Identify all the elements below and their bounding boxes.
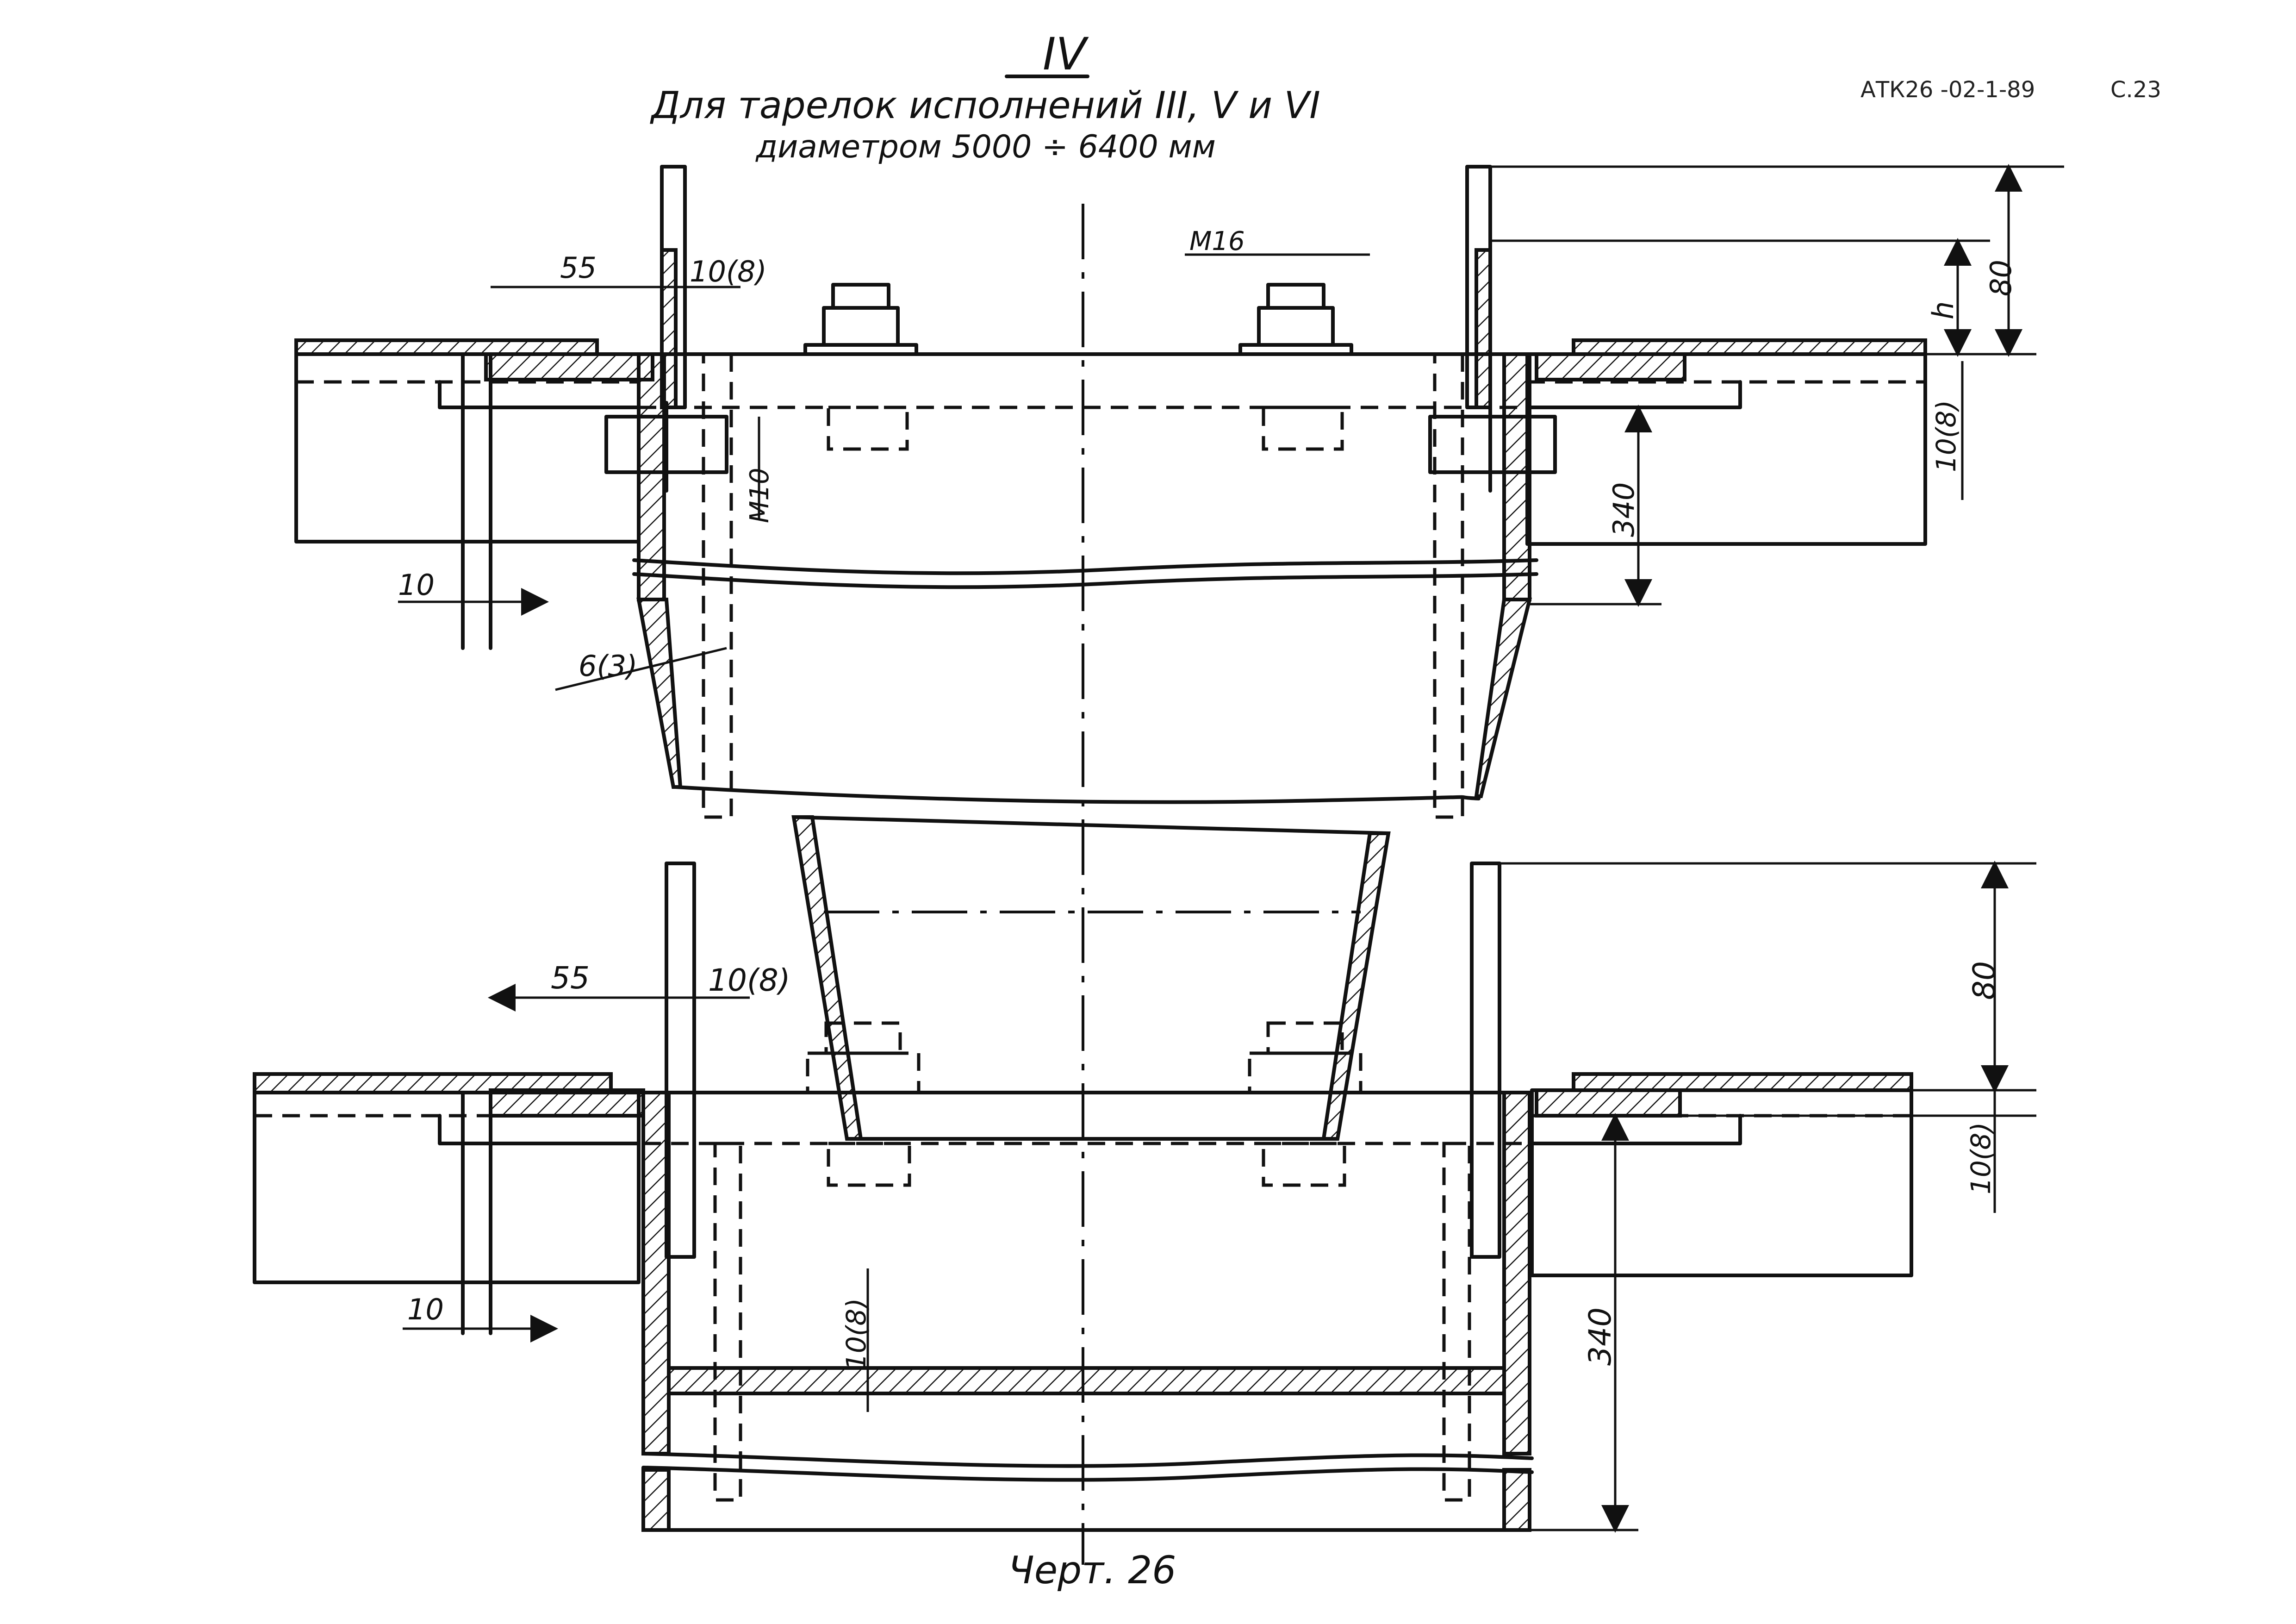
right-overflow-section	[1475, 248, 1492, 409]
nut-left	[803, 283, 918, 451]
dim-inner: 10(8)	[840, 1298, 872, 1370]
dim-55-2: 55	[551, 960, 590, 996]
dim-thickness: 10(8)	[690, 255, 767, 288]
right-tray-plate-2	[1572, 1072, 1913, 1092]
right-step-2	[1530, 1114, 1742, 1145]
right-tray-plate	[1572, 338, 1927, 356]
right-wall-2	[1502, 1091, 1531, 1455]
dim-10: 10	[398, 568, 435, 602]
view-label: IV	[1043, 28, 1089, 80]
dim-80-2: 80	[1966, 961, 2002, 1000]
header: IV Для тарелок исполнений III, V и VI ди…	[650, 28, 2161, 165]
right-hidden-bar-2	[1442, 1142, 1471, 1502]
left-step-2	[438, 1114, 641, 1145]
title-line-2: диаметром 5000 ÷ 6400 мм	[755, 129, 1216, 165]
dim-80: 80	[1984, 260, 2018, 296]
funnel-top	[792, 815, 1390, 835]
dim-h: h	[1926, 301, 1960, 319]
dim-6-3-line	[555, 647, 727, 691]
funnel-left-wall	[791, 815, 863, 1141]
left-tray-plate	[294, 338, 599, 356]
left-tray-plate-2	[253, 1072, 613, 1094]
dim-plate: 10(8)	[1930, 400, 1962, 472]
nut-right-2	[1248, 1021, 1363, 1187]
inner-plate	[667, 1366, 1506, 1395]
page-number: С.23	[2110, 77, 2161, 103]
break-line-2b	[641, 1466, 1534, 1482]
right-support-bar-2	[1535, 1088, 1682, 1118]
right-hidden-bar	[1433, 352, 1464, 819]
right-overflow-plate-2	[1470, 862, 1501, 1259]
right-support-bar	[1535, 352, 1686, 381]
break-line-2a	[641, 1452, 1534, 1468]
left-hidden-bar-2	[713, 1142, 742, 1502]
left-overflow-plate-2	[665, 862, 696, 1259]
figure-caption: Черт. 26	[1008, 1549, 1176, 1593]
left-wall	[637, 352, 666, 601]
right-tray-frame-2	[1530, 1088, 1913, 1277]
dim-m16: М16	[1189, 226, 1245, 256]
dim-340-2: 340	[1582, 1307, 1618, 1366]
left-tray-frame-2	[253, 1091, 641, 1284]
left-step	[438, 380, 641, 409]
right-wall-lower	[1502, 1468, 1531, 1532]
title-line-1: Для тарелок исполнений III, V и VI	[650, 84, 1320, 127]
dim-plate-2: 10(8)	[1965, 1122, 1997, 1194]
left-support-bar	[484, 352, 654, 381]
left-wall-lower	[641, 1468, 671, 1532]
dim-55: 55	[560, 251, 597, 285]
left-cone-wall	[636, 598, 683, 789]
left-hidden-bar	[702, 352, 733, 819]
right-step	[1525, 380, 1742, 409]
left-support-bar-2	[489, 1088, 645, 1118]
doc-code: АТК26 -02-1-89	[1860, 77, 2035, 103]
nut-right	[1238, 283, 1353, 451]
right-cone-wall	[1474, 598, 1532, 798]
dim-10-2: 10	[407, 1293, 444, 1326]
break-line-bottom	[632, 572, 1538, 589]
dim-thickness-2: 10(8)	[708, 962, 790, 998]
right-bolt	[1428, 415, 1557, 474]
left-overflow-section	[660, 248, 678, 409]
bottom-view: 55 10(8) 10 10(8) 80 10(8) 340	[253, 815, 2036, 1533]
cone-bottom	[674, 785, 1481, 804]
dim-340: 340	[1607, 482, 1641, 537]
break-line-top	[632, 558, 1538, 575]
dim-m10: М10	[745, 468, 775, 523]
dim-6-3: 6(3)	[579, 649, 637, 683]
nut-left-2	[806, 1021, 921, 1187]
top-view: 55 10(8) М16 М10 10 6(3) 80 h 340 10(8)	[294, 164, 2064, 819]
left-wall-2	[641, 1091, 671, 1455]
